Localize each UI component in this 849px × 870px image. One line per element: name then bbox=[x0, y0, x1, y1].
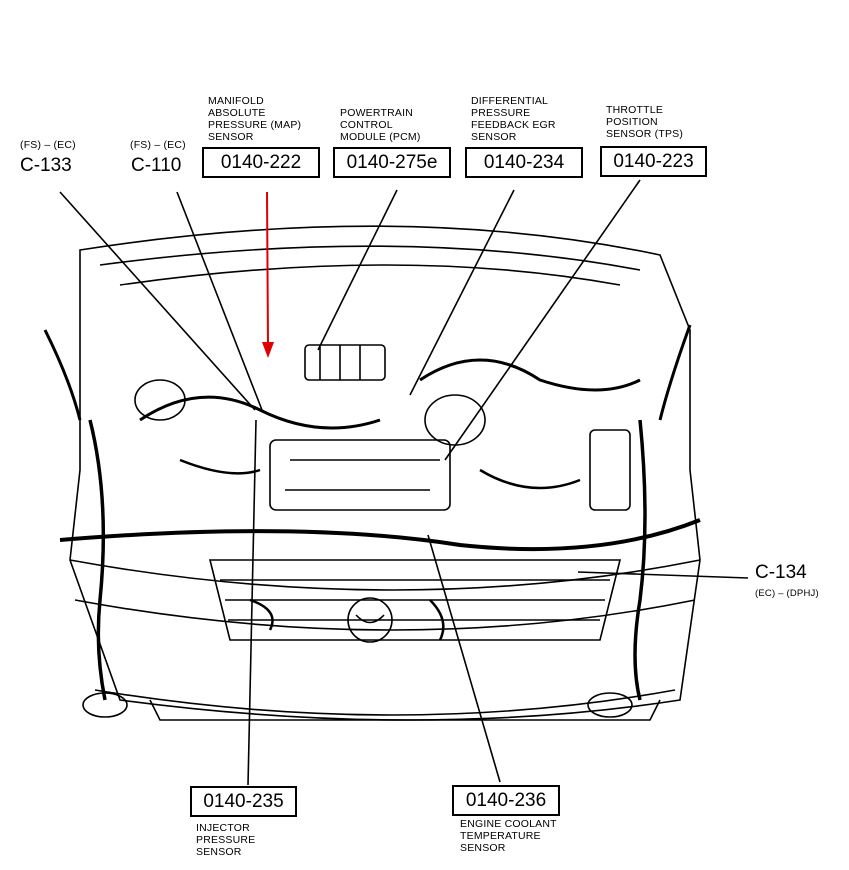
map-sensor-highlight-arrow bbox=[262, 191, 274, 358]
leader-line-tps bbox=[444, 179, 641, 461]
leader-line-egr bbox=[409, 189, 515, 396]
egr-sensor-code-box[interactable]: 0140-234 bbox=[465, 147, 583, 178]
ect-sensor-code-box[interactable]: 0140-236 bbox=[452, 785, 560, 816]
pcm-code-box[interactable]: 0140-275e bbox=[333, 147, 451, 178]
leader-line-ips bbox=[247, 419, 257, 786]
c110-connector-id: C-110 bbox=[131, 155, 182, 176]
leader-line-c134 bbox=[577, 571, 749, 579]
leader-line-c110 bbox=[176, 191, 263, 411]
c133-prefix: (FS) – (EC) bbox=[20, 139, 76, 151]
c134-suffix: (EC) – (DPHJ) bbox=[755, 588, 819, 599]
map-sensor-code-box[interactable]: 0140-222 bbox=[202, 147, 320, 178]
leader-line-ect bbox=[427, 534, 501, 783]
c110-prefix: (FS) – (EC) bbox=[130, 139, 186, 151]
c133-connector-id: C-133 bbox=[20, 155, 72, 176]
leader-line-pcm bbox=[317, 189, 398, 351]
tps-code-box[interactable]: 0140-223 bbox=[600, 146, 707, 177]
leader-line-c133 bbox=[59, 191, 256, 411]
c134-connector-id: C-134 bbox=[755, 562, 807, 583]
injector-pressure-sensor-code-box[interactable]: 0140-235 bbox=[190, 786, 297, 817]
vehicle-outline bbox=[43, 225, 701, 721]
